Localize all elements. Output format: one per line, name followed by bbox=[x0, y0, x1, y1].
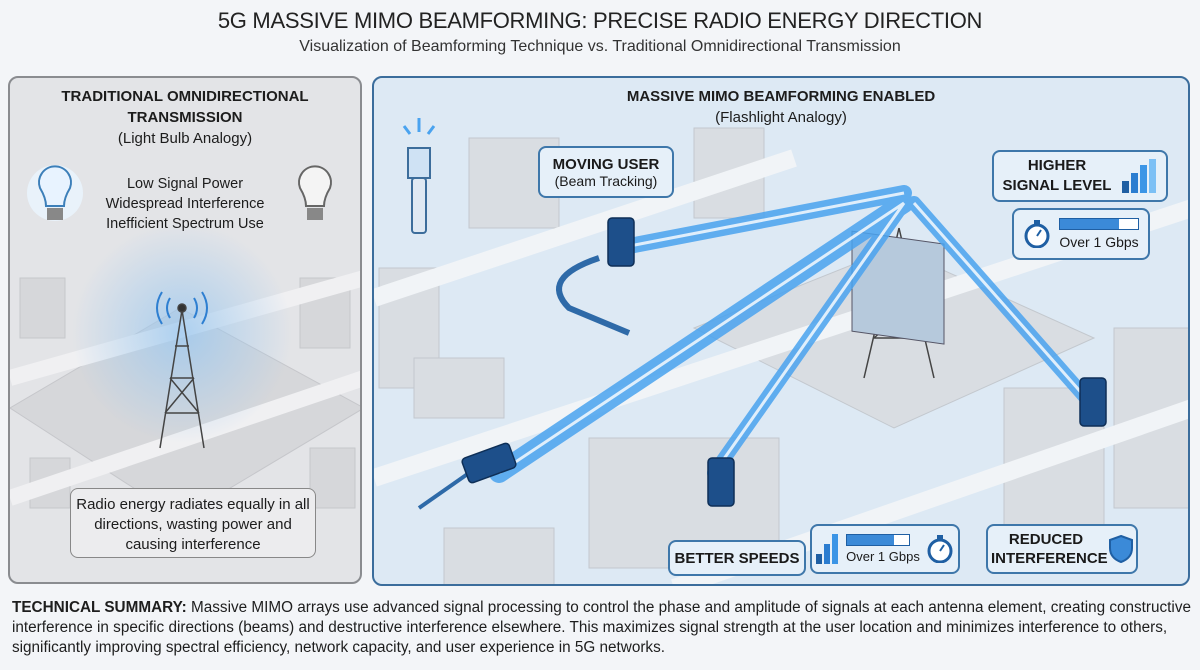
technical-summary: TECHNICAL SUMMARY: Massive MIMO arrays u… bbox=[12, 598, 1192, 658]
light-bulb-off-icon bbox=[298, 165, 332, 220]
traditional-panel: TRADITIONAL OMNIDIRECTIONAL TRANSMISSION… bbox=[8, 76, 362, 584]
moving-user-label: MOVING USER bbox=[552, 155, 660, 173]
speed-bar-top bbox=[1059, 218, 1139, 230]
point-spectrum: Inefficient Spectrum Use bbox=[106, 216, 264, 232]
phone-right-user-icon bbox=[1079, 377, 1107, 427]
page-subtitle: Visualization of Beamforming Technique v… bbox=[299, 38, 901, 55]
phone-left-user-icon bbox=[461, 442, 517, 484]
signal-bars-icon bbox=[816, 534, 839, 564]
right-analogy: (Flashlight Analogy) bbox=[715, 109, 847, 126]
higher-signal-callout: HIGHER SIGNAL LEVEL bbox=[992, 150, 1168, 202]
tower-icon bbox=[156, 291, 208, 449]
phone-moving-user-icon bbox=[607, 217, 635, 267]
point-interference: Widespread Interference bbox=[105, 196, 265, 212]
radiation-glow bbox=[72, 223, 292, 443]
beamforming-illustration bbox=[374, 118, 1188, 584]
speed-callout-top: Over 1 Gbps bbox=[1012, 208, 1150, 260]
moving-user-callout: MOVING USER (Beam Tracking) bbox=[538, 146, 674, 198]
speed-label-bottom: Over 1 Gbps bbox=[846, 549, 920, 564]
right-heading: MASSIVE MIMO BEAMFORMING ENABLED bbox=[626, 88, 936, 105]
light-bulb-on-icon bbox=[27, 165, 83, 221]
movement-arrow bbox=[556, 255, 631, 336]
movement-arrow-left bbox=[417, 471, 471, 510]
point-low-power: Low Signal Power bbox=[126, 176, 244, 192]
summary-label: TECHNICAL SUMMARY: bbox=[12, 599, 187, 616]
better-speeds-label: BETTER SPEEDS bbox=[674, 549, 800, 567]
speed-callout-bottom: Over 1 Gbps bbox=[810, 524, 960, 574]
speed-bar-bottom bbox=[846, 534, 911, 546]
signal-bars-icon bbox=[1122, 159, 1156, 193]
beamforming-panel: MASSIVE MIMO BEAMFORMING ENABLED (Flashl… bbox=[372, 76, 1190, 586]
page-title: 5G MASSIVE MIMO BEAMFORMING: PRECISE RAD… bbox=[217, 8, 983, 33]
summary-text: Massive MIMO arrays use advanced signal … bbox=[12, 599, 1191, 656]
stopwatch-icon bbox=[927, 535, 953, 563]
flashlight-icon bbox=[402, 118, 436, 234]
higher-signal-label: HIGHER SIGNAL LEVEL bbox=[1002, 157, 1112, 194]
shield-icon bbox=[1109, 535, 1133, 563]
left-heading-line1: TRADITIONAL OMNIDIRECTIONAL bbox=[61, 88, 309, 105]
better-speeds-callout: BETTER SPEEDS bbox=[668, 540, 806, 576]
left-caption: Radio energy radiates equally in all dir… bbox=[70, 488, 316, 558]
reduced-interference-callout: REDUCED INTERFERENCE bbox=[986, 524, 1138, 574]
phone-center-user-icon bbox=[707, 457, 735, 507]
reduced-interference-label: REDUCED INTERFERENCE bbox=[991, 531, 1108, 567]
beam-tracking-label: (Beam Tracking) bbox=[554, 172, 658, 189]
speed-label-top: Over 1 Gbps bbox=[1059, 234, 1139, 250]
left-points: Low Signal Power Widespread Interference… bbox=[10, 174, 360, 234]
left-heading-line2: TRANSMISSION bbox=[127, 109, 243, 126]
left-analogy: (Light Bulb Analogy) bbox=[117, 130, 253, 147]
omnidirectional-illustration bbox=[10, 165, 360, 519]
stopwatch-icon bbox=[1024, 220, 1050, 248]
